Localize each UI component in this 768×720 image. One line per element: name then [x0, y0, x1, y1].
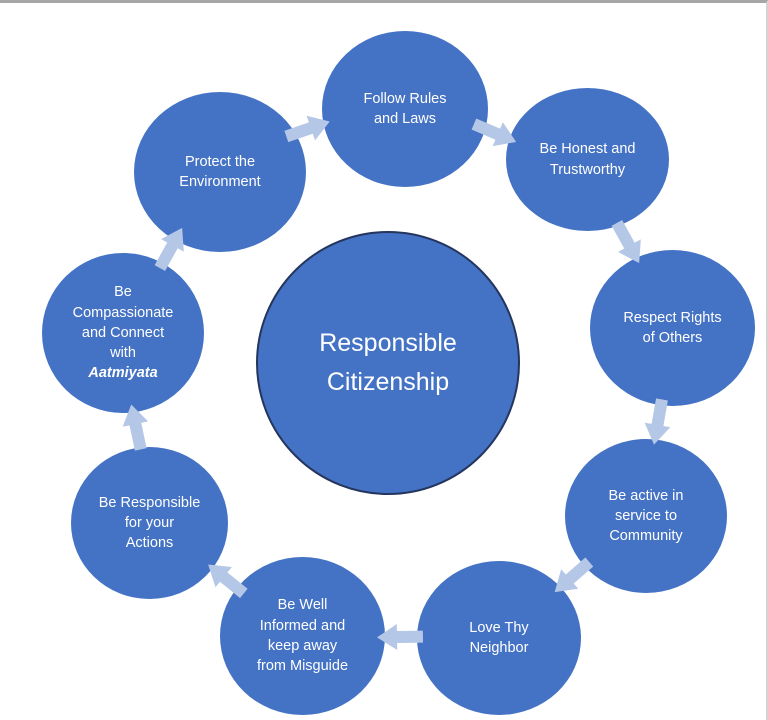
node-respect-rights: Respect Rights of Others — [590, 250, 755, 406]
node-label: Protect the Environment — [179, 153, 261, 190]
node-protect-environment: Protect the Environment — [134, 92, 306, 252]
cycle-arrow-icon — [546, 552, 598, 602]
center-node-label: Responsible Citizenship — [319, 329, 457, 396]
node-label: Be active in service to Community — [608, 487, 684, 545]
node-be-honest: Be Honest and Trustworthy — [506, 88, 669, 231]
cycle-arrow-icon — [377, 624, 424, 651]
cycle-arrow-icon — [200, 554, 252, 603]
cycle-arrow-icon — [469, 112, 522, 154]
cycle-arrow-icon — [282, 109, 334, 149]
cycle-arrow-icon — [641, 397, 675, 447]
cycle-arrow-icon — [605, 217, 650, 270]
node-label: Be Honest and Trustworthy — [539, 141, 636, 178]
node-label: Be Responsible for your Actions — [98, 494, 201, 552]
node-label: Love Thy Neighbor — [469, 619, 529, 656]
node-label: Respect Rights of Others — [623, 309, 722, 346]
cycle-arrow-icon — [119, 402, 154, 452]
node-love-thy-neighbor: Love Thy Neighbor — [417, 561, 581, 715]
node-label: Follow Rules and Laws — [363, 90, 447, 127]
node-well-informed: Be Well Informed and keep away from Misg… — [220, 557, 385, 715]
node-label-emphasis: Aatmiyata — [88, 365, 158, 382]
node-responsible-actions: Be Responsible for your Actions — [71, 447, 228, 599]
center-node-responsible-citizenship: Responsible Citizenship — [256, 231, 520, 495]
node-label-text: Be Compassionate and Connect with — [72, 284, 174, 362]
node-label: Be Well Informed and keep away from Misg… — [256, 597, 349, 675]
cycle-arrow-icon — [148, 222, 193, 275]
node-follow-rules: Follow Rules and Laws — [322, 31, 488, 187]
